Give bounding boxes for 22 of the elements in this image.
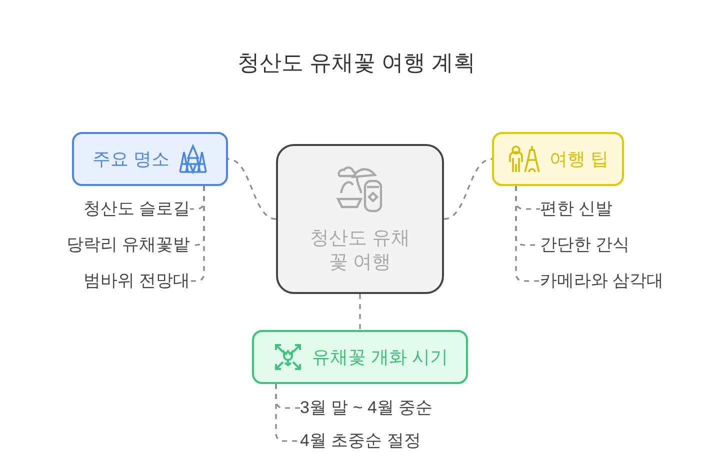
topic-label: 주요 명소 — [92, 148, 170, 170]
topic-label: 여행 팁 — [549, 148, 608, 170]
topic-label: 유채꽃 개화 시기 — [312, 346, 448, 368]
topic-box — [72, 132, 228, 186]
leaf-item: 3월 말 ~ 4월 중순 — [300, 397, 433, 420]
leaf-item: 간단한 간식 — [540, 234, 630, 256]
connector-line — [444, 158, 492, 220]
leaf-item: 청산도 슬로길 — [83, 198, 190, 220]
topic-box — [492, 132, 624, 186]
diagram-title: 청산도 유채꽃 여행 계획 — [236, 49, 477, 77]
leaf-item: 4월 초중순 절정 — [300, 430, 421, 452]
connector-line — [515, 186, 540, 282]
central-topic-box — [276, 144, 444, 294]
connector-line — [359, 294, 361, 330]
connector-line — [228, 158, 276, 220]
topic-box — [252, 330, 468, 384]
leaf-item: 카메라와 삼각대 — [540, 270, 664, 292]
topic-label: 청산도 유채꽃 여행 — [308, 227, 412, 275]
leaf-item: 범바위 전망대 — [83, 270, 190, 292]
connector-line — [275, 384, 300, 442]
leaf-item: 편한 신발 — [540, 198, 613, 220]
leaf-item: 당락리 유채꽃밭 — [66, 234, 190, 256]
